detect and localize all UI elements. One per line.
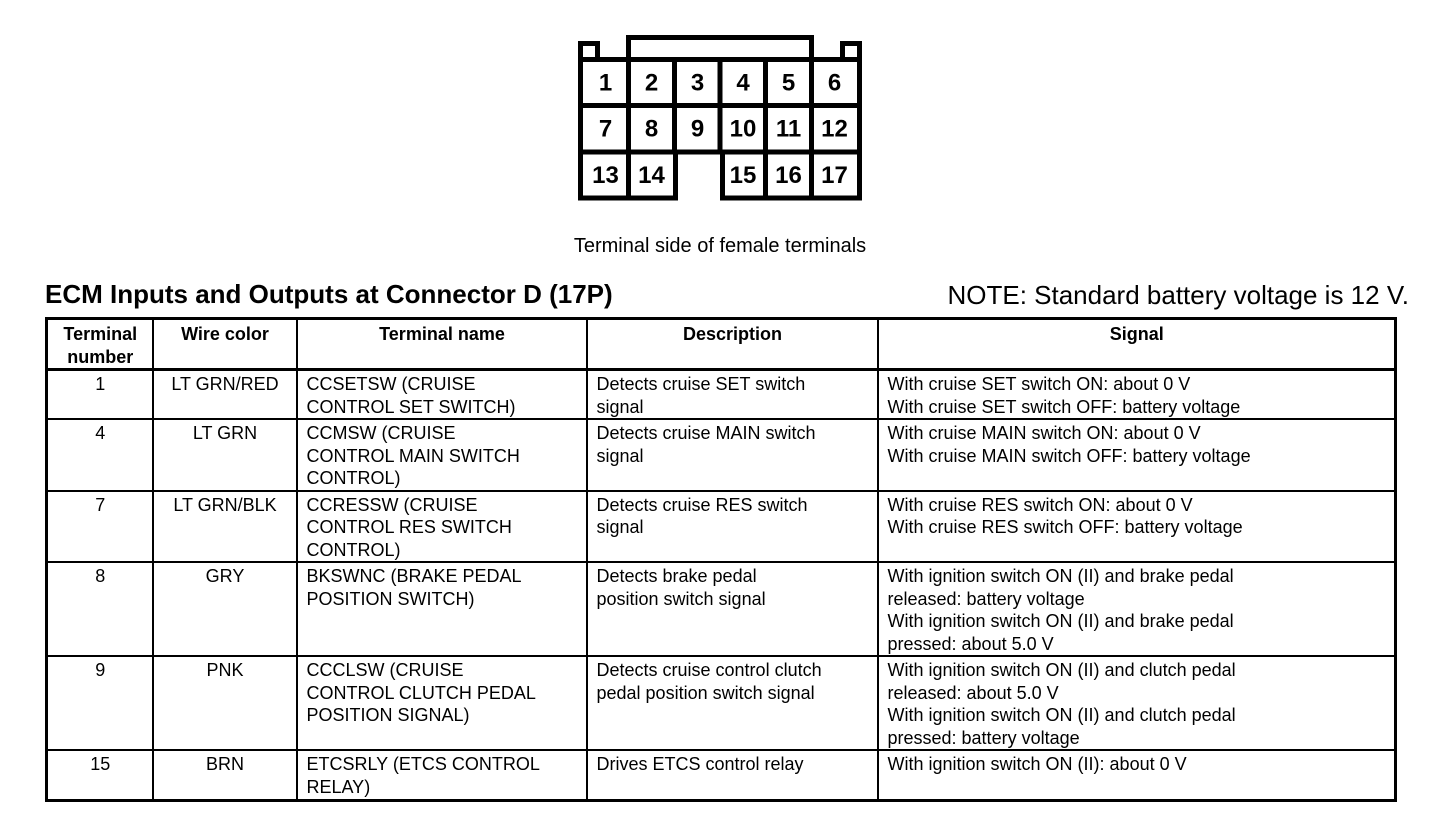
description-cell: Detects cruise RES switch signal xyxy=(585,489,879,563)
signal-cell: With cruise RES switch ON: about 0 V Wit… xyxy=(876,489,1397,563)
terminal-cell-1: 1 xyxy=(599,70,612,97)
terminal-cell-11: 11 xyxy=(776,116,801,143)
description-cell: Drives ETCS control relay xyxy=(585,749,879,801)
description-cell: Detects cruise MAIN switch signal xyxy=(585,418,879,492)
signal-cell: With ignition switch ON (II): about 0 V xyxy=(876,749,1397,801)
wire-color-cell: GRY xyxy=(151,561,298,657)
col-header-signal: Signal xyxy=(876,317,1397,371)
terminal-number-cell: 9 xyxy=(45,655,154,751)
connector-caption: Terminal side of female terminals xyxy=(573,235,867,257)
col-header-terminal-number: Terminal number xyxy=(45,317,154,371)
table-row: 9 PNK CCCLSW (CRUISE CONTROL CLUTCH PEDA… xyxy=(45,655,1397,751)
terminal-number-cell: 7 xyxy=(45,489,154,563)
terminal-cell-16: 16 xyxy=(775,162,802,189)
wire-color-cell: PNK xyxy=(151,655,298,751)
terminal-cell-4: 4 xyxy=(736,70,750,97)
terminal-cell-3: 3 xyxy=(691,70,704,97)
signal-cell: With ignition switch ON (II) and brake p… xyxy=(876,561,1397,657)
signal-cell: With cruise MAIN switch ON: about 0 V Wi… xyxy=(876,418,1397,492)
terminal-name-cell: CCSETSW (CRUISE CONTROL SET SWITCH) xyxy=(295,368,588,420)
terminal-cell-17: 17 xyxy=(821,162,848,189)
terminal-cell-5: 5 xyxy=(782,70,795,97)
terminal-number-cell: 1 xyxy=(45,368,154,420)
wire-color-cell: LT GRN/RED xyxy=(151,368,298,420)
description-cell: Detects cruise SET switch signal xyxy=(585,368,879,420)
terminal-name-cell: CCCLSW (CRUISE CONTROL CLUTCH PEDAL POSI… xyxy=(295,655,588,751)
wire-color-cell: LT GRN/BLK xyxy=(151,489,298,563)
wire-color-cell: BRN xyxy=(151,749,298,801)
page-title: ECM Inputs and Outputs at Connector D (1… xyxy=(45,279,613,309)
terminal-cell-8: 8 xyxy=(645,116,658,143)
terminal-number-cell: 4 xyxy=(45,418,154,492)
description-cell: Detects cruise control clutch pedal posi… xyxy=(585,655,879,751)
terminal-cell-15: 15 xyxy=(730,162,757,189)
terminal-name-cell: CCRESSW (CRUISE CONTROL RES SWITCH CONTR… xyxy=(295,489,588,563)
table-header-row: Terminal number Wire color Terminal name… xyxy=(45,317,1397,371)
terminal-number-cell: 15 xyxy=(45,749,154,801)
table-row: 4 LT GRN CCMSW (CRUISE CONTROL MAIN SWIT… xyxy=(45,418,1397,492)
connector-bottom-right-block xyxy=(720,149,862,201)
table-row: 1 LT GRN/RED CCSETSW (CRUISE CONTROL SET… xyxy=(45,368,1397,420)
col-header-terminal-name: Terminal name xyxy=(295,317,588,371)
terminal-cell-10: 10 xyxy=(730,116,757,143)
table-row: 15 BRN ETCSRLY (ETCS CONTROL RELAY) Driv… xyxy=(45,749,1397,801)
terminal-cell-12: 12 xyxy=(821,116,848,143)
battery-voltage-note: NOTE: Standard battery voltage is 12 V. xyxy=(947,280,1409,310)
terminal-cell-13: 13 xyxy=(592,162,619,189)
signal-cell: With cruise SET switch ON: about 0 V Wit… xyxy=(876,368,1397,420)
terminal-name-cell: BKSWNC (BRAKE PEDAL POSITION SWITCH) xyxy=(295,561,588,657)
terminal-name-cell: ETCSRLY (ETCS CONTROL RELAY) xyxy=(295,749,588,801)
terminal-cell-2: 2 xyxy=(645,70,658,97)
terminal-number-cell: 8 xyxy=(45,561,154,657)
table-row: 7 LT GRN/BLK CCRESSW (CRUISE CONTROL RES… xyxy=(45,489,1397,563)
ecm-io-table: Terminal number Wire color Terminal name… xyxy=(45,317,1397,802)
col-header-description: Description xyxy=(585,317,879,371)
terminal-cell-7: 7 xyxy=(599,116,612,143)
col-header-wire-color: Wire color xyxy=(151,317,298,371)
table-row: 8 GRY BKSWNC (BRAKE PEDAL POSITION SWITC… xyxy=(45,561,1397,657)
terminal-name-cell: CCMSW (CRUISE CONTROL MAIN SWITCH CONTRO… xyxy=(295,418,588,492)
terminal-cell-14: 14 xyxy=(638,162,665,189)
signal-cell: With ignition switch ON (II) and clutch … xyxy=(876,655,1397,751)
connector-d-diagram: 1 2 3 4 5 6 7 8 9 10 11 12 13 14 15 16 1… xyxy=(578,35,862,201)
wire-color-cell: LT GRN xyxy=(151,418,298,492)
description-cell: Detects brake pedal position switch sign… xyxy=(585,561,879,657)
terminal-cell-6: 6 xyxy=(828,70,841,97)
io-table-container: Terminal number Wire color Terminal name… xyxy=(45,317,1397,802)
terminal-cell-9: 9 xyxy=(691,116,704,143)
